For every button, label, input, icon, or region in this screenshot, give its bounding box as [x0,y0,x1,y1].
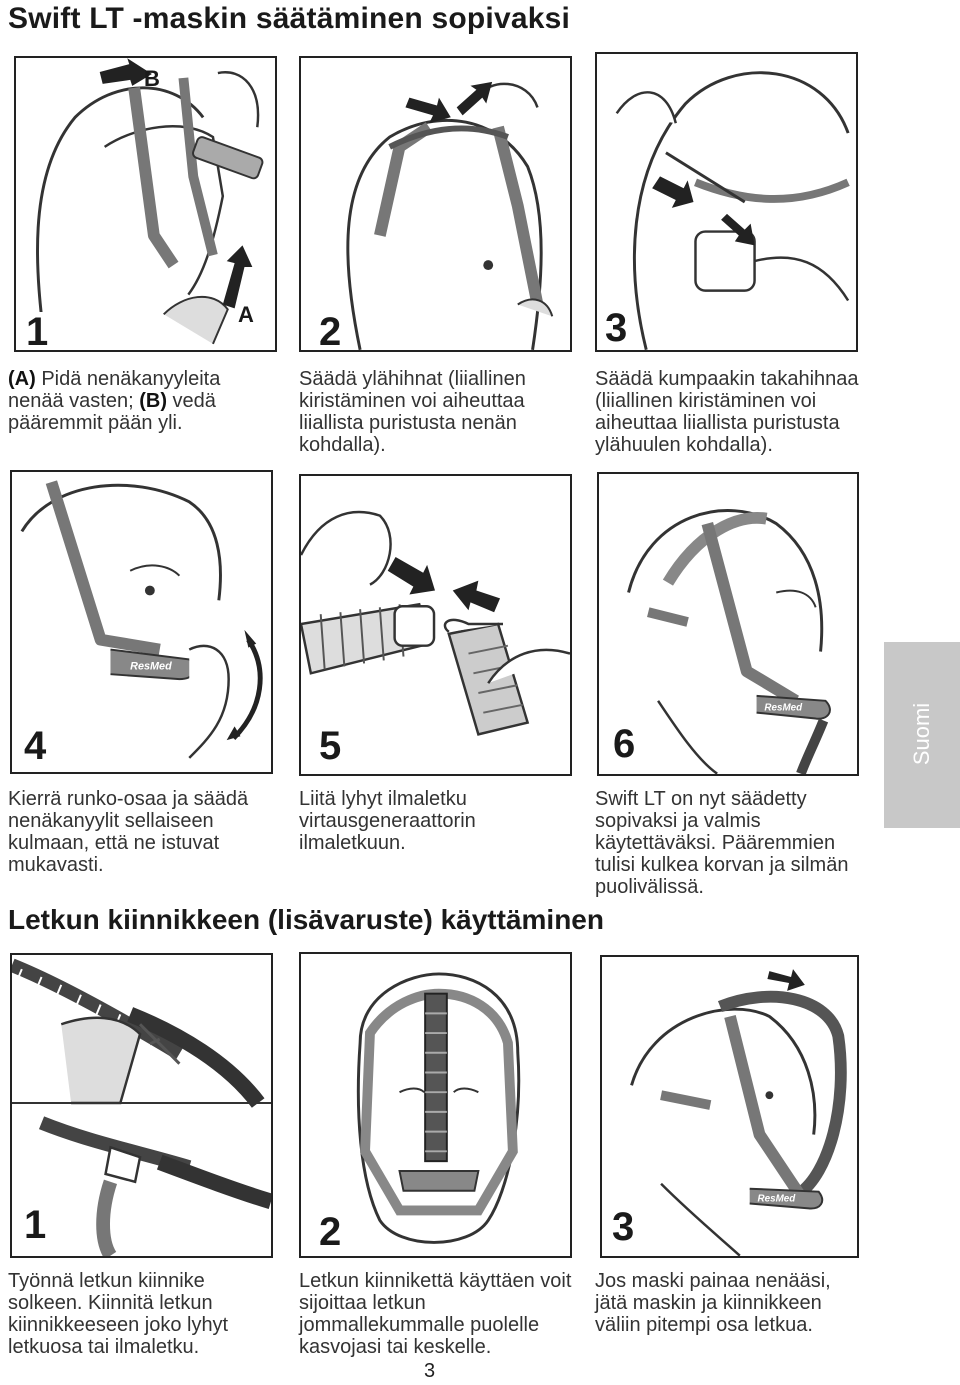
brand-logo: ResMed [764,703,803,714]
fitted-mask-illustration: ResMed [599,474,857,774]
step-number: 3 [605,308,627,348]
label-a: A [238,302,254,328]
tube-clip-attach-illustration [12,955,271,1256]
head-with-mask-illustration [16,58,275,350]
caption-label-a: (A) [8,368,36,390]
clip-step-3-illustration: ResMed 3 [600,955,859,1258]
back-strap-adjust-illustration [597,54,856,350]
step-6-caption: Swift LT on nyt säädetty sopivaksi ja va… [595,788,875,898]
step-4-caption: Kierrä runko-osaa ja säädä nenäkanyylit … [8,788,268,876]
clip-step-1-illustration: 1 [10,953,273,1258]
step-number: 2 [319,1212,341,1252]
step-number: 5 [319,726,341,766]
front-face-clip-illustration [301,954,570,1256]
step-2-caption: Säädä ylähihnat (liiallinen kiristäminen… [299,368,569,456]
language-tab-label: Suomi [909,703,935,765]
rotate-frame-illustration: ResMed [12,472,271,772]
tube-connect-illustration [301,476,570,774]
step-number: 2 [319,312,341,352]
step-6-illustration: ResMed 6 [597,472,859,776]
step-5-illustration: 5 [299,474,572,776]
step-2-illustration: ResMed 2 [299,56,572,352]
step-1-caption: (A) Pidä nenäkanyyleita nenää vasten; (B… [8,368,268,434]
clip-step-1-caption: Työnnä letkun kiinnike solkeen. Kiinnitä… [8,1270,258,1358]
step-1-illustration: B A 1 [14,56,277,352]
label-b: B [144,66,160,92]
brand-logo: ResMed [758,1194,797,1205]
section-title-tube-clip: Letkun kiinnikkeen (lisävaruste) käyttäm… [8,904,604,936]
step-5-caption: Liitä lyhyt ilmaletku virtausgeneraattor… [299,788,539,854]
step-4-illustration: ResMed 4 [10,470,273,774]
upper-strap-adjust-illustration: ResMed [301,58,570,350]
clip-step-2-caption: Letkun kiinnikettä käyttäen voit sijoitt… [299,1270,574,1358]
brand-logo: ResMed [130,660,172,672]
caption-label-b: (B) [139,390,167,412]
step-number: 4 [24,726,46,766]
clip-step-2-illustration: 2 [299,952,572,1258]
page-number: 3 [424,1360,435,1383]
longer-tube-illustration: ResMed [602,957,857,1256]
page-title: Swift LT -maskin säätäminen sopivaksi [8,2,570,36]
step-number: 3 [612,1207,634,1247]
step-number: 1 [26,312,48,352]
clip-step-3-caption: Jos maski painaa nenääsi, jätä maskin ja… [595,1270,855,1336]
step-number: 6 [613,724,635,764]
step-3-caption: Säädä kumpaakin takahihnaa (liiallinen k… [595,368,875,456]
brand-logo: ResMed [494,310,529,320]
step-number: 1 [24,1205,46,1245]
step-3-illustration: 3 [595,52,858,352]
language-tab: Suomi [884,642,960,828]
